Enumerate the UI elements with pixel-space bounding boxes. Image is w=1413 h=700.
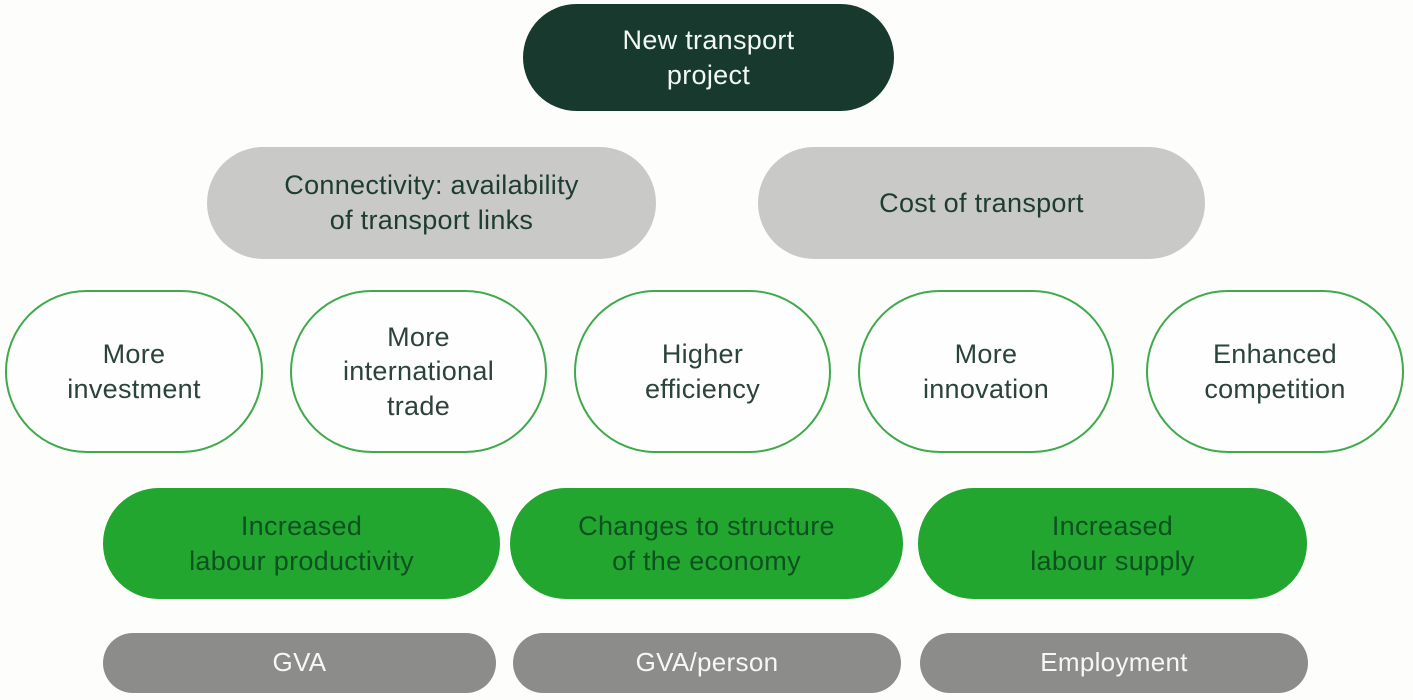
node-connectivity-availability: Connectivity: availability of transport … (207, 147, 656, 259)
node-increased-labour-productivity: Increased labour productivity (103, 488, 500, 599)
node-gva: GVA (103, 633, 496, 693)
node-gva-per-person: GVA/person (513, 633, 901, 693)
node-cost-of-transport: Cost of transport (758, 147, 1205, 259)
node-changes-to-structure-of-economy: Changes to structure of the economy (510, 488, 903, 599)
node-more-international-trade: More international trade (290, 290, 547, 453)
node-increased-labour-supply: Increased labour supply (918, 488, 1307, 599)
node-enhanced-competition: Enhanced competition (1146, 290, 1404, 453)
node-new-transport-project: New transport project (523, 4, 894, 111)
node-more-investment: More investment (5, 290, 263, 453)
node-employment: Employment (920, 633, 1308, 693)
node-more-innovation: More innovation (858, 290, 1114, 453)
node-higher-efficiency: Higher efficiency (574, 290, 831, 453)
